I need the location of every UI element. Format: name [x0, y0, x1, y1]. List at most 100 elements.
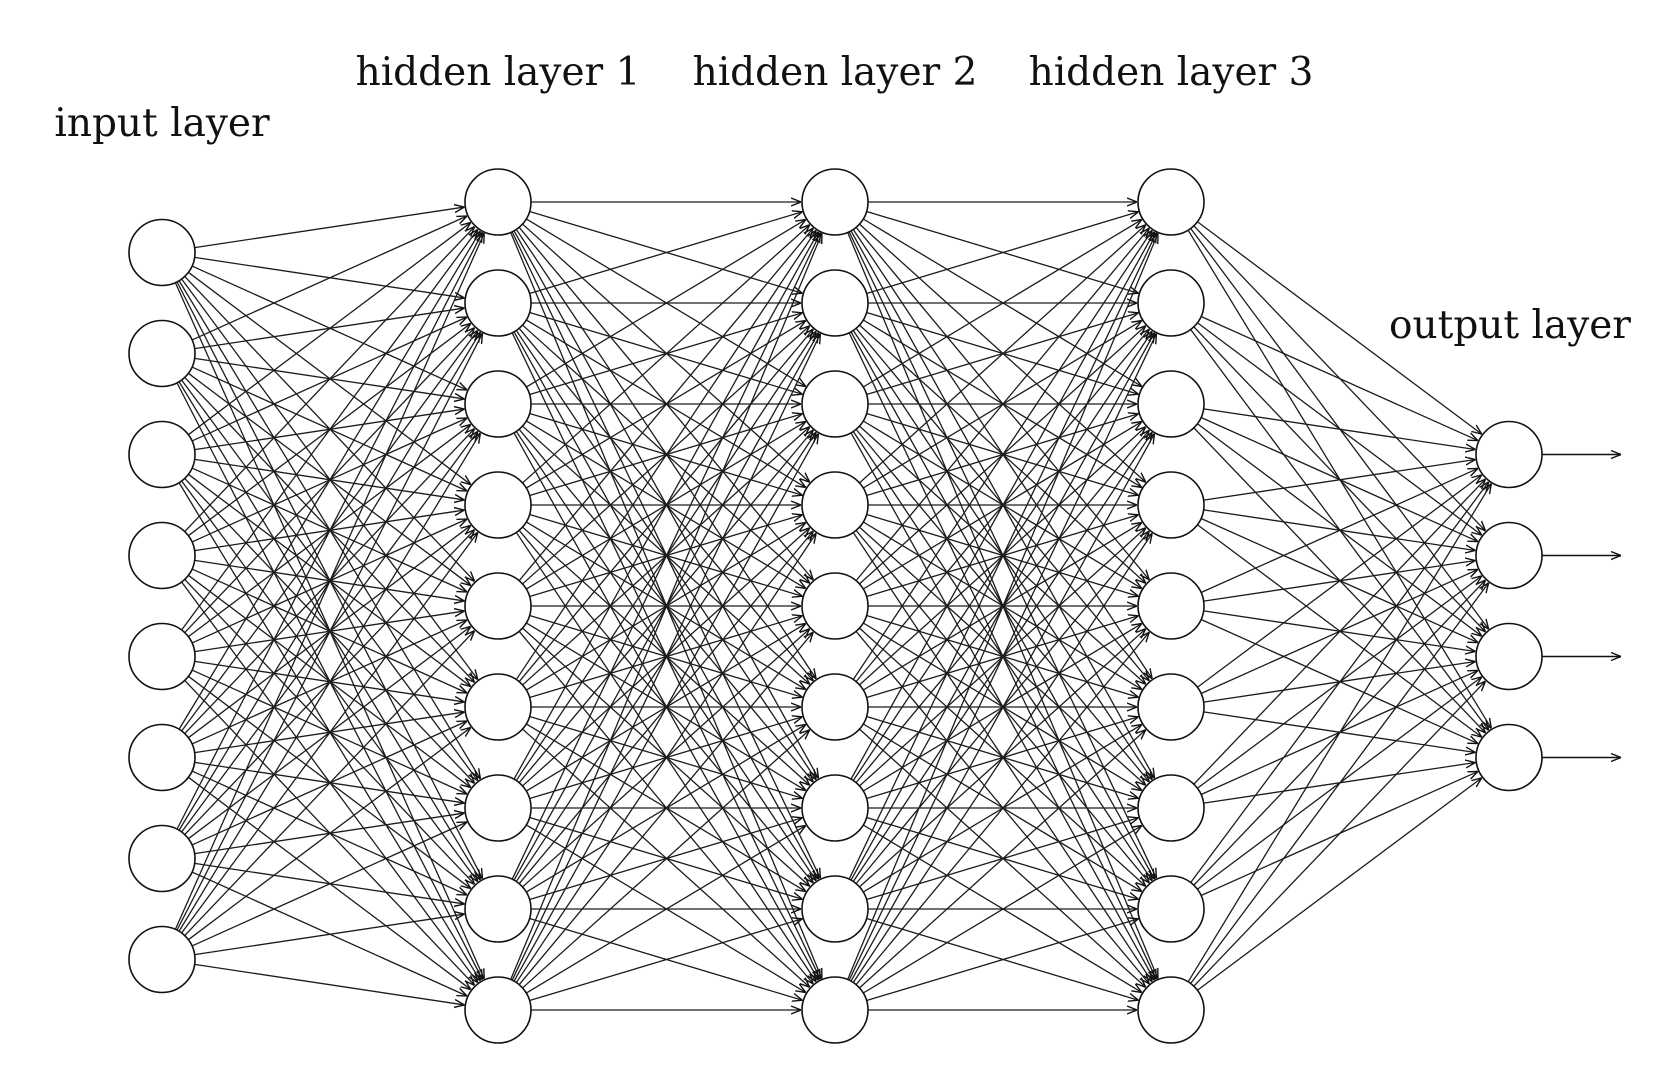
connection-input-2-to-hidden1-1 [191, 216, 467, 341]
hidden-layer-1-label: hidden layer 1 [356, 50, 641, 95]
hidden3-neuron-1 [1137, 168, 1205, 236]
connection-input-8-to-hidden1-3 [178, 433, 480, 932]
hidden3-neuron-8 [1137, 875, 1205, 943]
connection-hidden2-4-to-hidden3-1 [859, 225, 1146, 484]
connection-hidden3-8-to-output-1 [1190, 482, 1489, 883]
hidden1-neuron-7 [464, 774, 532, 842]
output-neuron-2 [1475, 521, 1543, 590]
hidden2-neuron-1 [801, 168, 869, 236]
connection-hidden3-9-to-output-2 [1190, 583, 1489, 984]
connection-input-8-to-hidden1-8 [194, 914, 465, 956]
input-neuron-5 [128, 622, 196, 691]
connection-hidden1-9-to-hidden2-3 [513, 434, 818, 982]
hidden1-neuron-1 [464, 168, 532, 236]
connections [174, 202, 1491, 1010]
hidden3-neuron-6 [1137, 673, 1205, 741]
connection-hidden1-9-to-hidden2-6 [522, 730, 810, 989]
connection-hidden2-9-to-hidden3-4 [852, 533, 1152, 983]
neurons [128, 168, 1543, 1044]
hidden1-neuron-2 [464, 269, 532, 337]
hidden3-neuron-7 [1137, 774, 1205, 842]
connection-hidden1-9-to-hidden2-1 [510, 233, 822, 980]
hidden-layer-3-label: hidden layer 3 [1029, 50, 1314, 95]
connection-hidden1-9-to-hidden2-2 [511, 334, 820, 981]
hidden2-neuron-7 [801, 774, 869, 842]
connection-hidden1-9-to-hidden2-7 [525, 825, 806, 994]
hidden2-neuron-4 [801, 471, 869, 539]
connection-hidden3-2-to-output-1 [1200, 315, 1478, 441]
connection-hidden2-6-to-hidden3-1 [852, 230, 1152, 680]
connection-input-7-to-hidden1-1 [176, 232, 482, 830]
hidden2-neuron-5 [801, 572, 869, 640]
connection-hidden2-5-to-hidden3-1 [855, 228, 1149, 582]
hidden1-neuron-9 [464, 976, 532, 1044]
input-neuron-8 [128, 925, 196, 994]
connection-hidden2-9-to-hidden3-3 [850, 434, 1155, 982]
connection-hidden3-4-to-output-1 [1203, 460, 1476, 501]
connection-input-8-to-hidden1-5 [184, 631, 475, 937]
input-layer-label: input layer [54, 101, 270, 146]
connection-input-1-to-hidden1-1 [194, 207, 465, 249]
connection-hidden1-6-to-hidden2-1 [515, 230, 816, 680]
hidden2-neuron-2 [801, 269, 869, 337]
connection-hidden1-9-to-hidden2-4 [515, 533, 816, 983]
connection-hidden1-9-to-hidden2-5 [518, 632, 813, 986]
hidden3-neuron-2 [1137, 269, 1205, 337]
connection-hidden2-9-to-hidden3-2 [848, 334, 1156, 981]
connection-hidden3-9-to-output-1 [1187, 484, 1491, 983]
connection-hidden2-2-to-hidden3-1 [866, 212, 1139, 295]
connection-input-8-to-hidden1-6 [187, 727, 470, 941]
hidden1-neuron-3 [464, 370, 532, 438]
connection-hidden2-7-to-hidden3-1 [850, 232, 1155, 780]
connection-input-3-to-hidden1-1 [187, 222, 470, 436]
input-neuron-4 [128, 521, 196, 590]
hidden3-neuron-4 [1137, 471, 1205, 539]
connection-hidden3-7-to-output-1 [1193, 479, 1486, 785]
output-layer-label: output layer [1389, 303, 1631, 348]
connection-hidden2-9-to-hidden3-5 [855, 632, 1149, 986]
connection-hidden3-6-to-output-1 [1197, 475, 1481, 688]
input-neuron-7 [128, 824, 196, 893]
connection-hidden2-9-to-hidden3-8 [866, 919, 1139, 1002]
hidden2-neuron-6 [801, 673, 869, 741]
connection-hidden2-8-to-hidden3-1 [848, 233, 1156, 880]
input-neuron-6 [128, 723, 196, 792]
input-neuron-1 [128, 218, 196, 287]
hidden2-neuron-3 [801, 370, 869, 438]
connection-input-8-to-hidden1-9 [194, 963, 465, 1005]
output-neuron-4 [1475, 723, 1543, 792]
hidden3-neuron-5 [1137, 572, 1205, 640]
hidden2-neuron-9 [801, 976, 869, 1044]
output-neuron-1 [1475, 420, 1543, 489]
connection-hidden2-9-to-hidden3-1 [847, 233, 1158, 980]
connection-hidden3-1-to-output-1 [1197, 221, 1481, 434]
hidden1-neuron-4 [464, 471, 532, 539]
connection-input-5-to-hidden1-1 [181, 229, 478, 631]
output-arrows [1542, 455, 1621, 758]
hidden1-neuron-8 [464, 875, 532, 943]
connection-hidden3-9-to-output-4 [1197, 778, 1481, 991]
hidden2-neuron-8 [801, 875, 869, 943]
connection-input-8-to-hidden1-2 [176, 333, 482, 931]
connection-hidden2-9-to-hidden3-7 [862, 826, 1142, 994]
connection-hidden1-3-to-hidden2-1 [525, 219, 806, 388]
input-neuron-3 [128, 420, 196, 489]
connection-input-6-to-hidden1-1 [178, 231, 480, 730]
connection-hidden1-5-to-hidden2-1 [518, 228, 813, 582]
hidden-layer-2-label: hidden layer 2 [693, 50, 978, 95]
output-neuron-3 [1475, 622, 1543, 691]
connection-hidden1-9-to-hidden2-8 [529, 919, 803, 1002]
connection-hidden1-8-to-hidden2-1 [511, 233, 820, 880]
hidden3-neuron-9 [1137, 976, 1205, 1044]
connection-hidden1-7-to-hidden2-1 [513, 232, 818, 780]
hidden3-neuron-3 [1137, 370, 1205, 438]
connection-hidden2-3-to-hidden3-1 [862, 220, 1142, 388]
hidden1-neuron-6 [464, 673, 532, 741]
connection-input-4-to-hidden1-1 [184, 227, 475, 533]
connection-hidden3-3-to-output-1 [1203, 408, 1476, 450]
connection-input-8-to-hidden1-7 [191, 822, 467, 947]
input-neuron-2 [128, 319, 196, 388]
connection-hidden3-9-to-output-3 [1193, 681, 1486, 987]
connection-input-8-to-hidden1-4 [181, 532, 478, 934]
